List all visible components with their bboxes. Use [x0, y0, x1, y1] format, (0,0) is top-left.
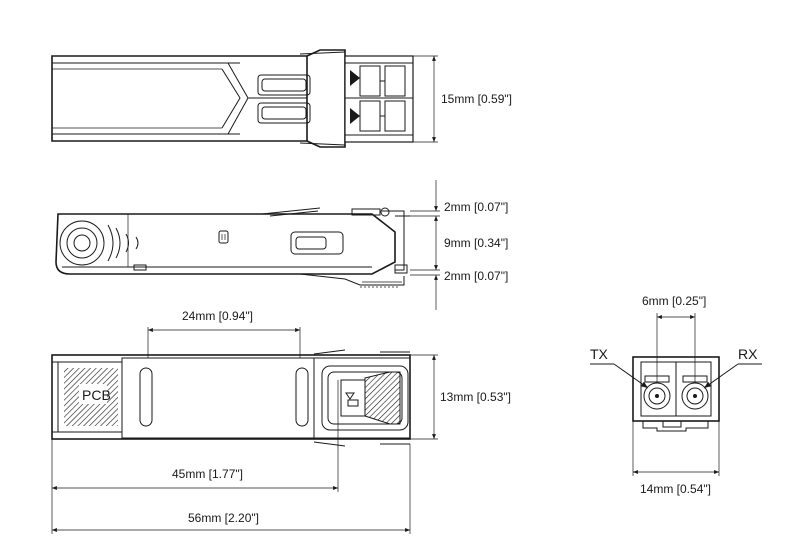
dim-side-body: 9mm [0.34"] — [444, 236, 508, 250]
tx-label: TX — [590, 346, 609, 362]
rx-label: RX — [738, 346, 758, 362]
dim-front-width: 14mm [0.54"] — [640, 482, 711, 496]
dim-24mm: 24mm [0.94"] — [182, 309, 253, 323]
dim-45mm: 45mm [1.77"] — [172, 467, 243, 481]
dim-front-pitch: 6mm [0.25"] — [642, 294, 706, 308]
side-view: 2mm [0.07"] 9mm [0.34"] 2mm [0.07"] — [55, 180, 508, 310]
bottom-view: PCB 24mm [0.94"] 13mm [0.53"] 45mm [1. — [51, 309, 511, 534]
top-view: 15mm [0.59"] — [51, 49, 512, 148]
dim-56mm: 56mm [2.20"] — [188, 511, 259, 525]
pcb-label: PCB — [82, 387, 111, 403]
dim-side-top-gap: 2mm [0.07"] — [444, 200, 508, 214]
dim-top-height: 15mm [0.59"] — [441, 92, 512, 106]
dim-side-bottom-gap: 2mm [0.07"] — [444, 269, 508, 283]
front-view: TX RX 6mm [0.25"] 14mm [0.54"] — [590, 294, 762, 496]
dim-bottom-height: 13mm [0.53"] — [440, 390, 511, 404]
